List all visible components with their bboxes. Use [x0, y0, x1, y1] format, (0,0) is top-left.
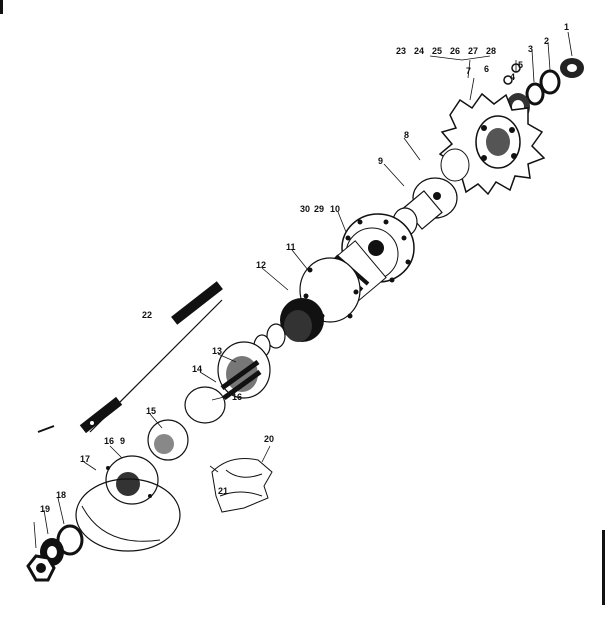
callout-27: 27	[468, 46, 478, 56]
rod-end-clip	[37, 425, 55, 433]
left-hub-end	[105, 455, 159, 505]
callout-8: 8	[404, 130, 409, 140]
callout-9: 9	[378, 156, 383, 166]
top-nut	[560, 58, 584, 78]
callout-15: 15	[146, 406, 156, 416]
callout-10-mid: 10	[330, 204, 340, 214]
leader-lines	[33, 31, 573, 549]
page-edge-mark	[602, 530, 605, 605]
callout-1: 1	[564, 22, 569, 32]
callout-3: 3	[528, 44, 533, 54]
brake-shoe-set	[211, 458, 273, 513]
brake-rod	[79, 281, 223, 434]
callout-12: 12	[256, 260, 266, 270]
callout-13: 13	[212, 346, 222, 356]
corner-mark	[0, 0, 3, 14]
callout-19: 19	[40, 504, 50, 514]
callout-30-mid: 30	[300, 204, 310, 214]
callout-5: 5	[518, 60, 523, 70]
callout-16: 16	[232, 392, 242, 402]
callout-7: 7	[466, 66, 471, 76]
callout-26: 26	[450, 46, 460, 56]
callout-18: 18	[56, 490, 66, 500]
brake-drum	[280, 298, 324, 342]
callout-22: 22	[142, 310, 152, 320]
small-circlip-a	[503, 75, 513, 85]
brake-shoe-pair	[184, 386, 226, 424]
thin-ring-a	[266, 323, 286, 349]
axle-nut	[26, 554, 56, 582]
brake-plate	[217, 341, 271, 401]
callout-9-lower: 9	[120, 436, 125, 446]
callout-28: 28	[486, 46, 496, 56]
top-washer-a	[539, 69, 561, 95]
callout-17: 17	[80, 454, 90, 464]
callout-29-mid: 29	[314, 204, 324, 214]
callout-16-lower: 16	[104, 436, 114, 446]
callout-4: 4	[510, 72, 515, 82]
callout-24: 24	[414, 46, 424, 56]
callout-labels: 23 24 25 26 27 28 1 2 3 4 5 6 7 8 9 30 2…	[40, 22, 569, 514]
top-washer-b	[525, 82, 545, 106]
callout-6: 6	[484, 64, 489, 74]
callout-21: 21	[218, 486, 228, 496]
callout-2: 2	[544, 36, 549, 46]
brake-backing-plate	[75, 478, 181, 552]
spacer-tube	[440, 148, 470, 182]
callout-25: 25	[432, 46, 442, 56]
callout-20: 20	[264, 434, 274, 444]
callout-11: 11	[286, 242, 296, 252]
callout-14: 14	[192, 364, 202, 374]
drive-carrier	[392, 177, 458, 237]
callout-23: 23	[396, 46, 406, 56]
brake-cam	[147, 419, 189, 461]
